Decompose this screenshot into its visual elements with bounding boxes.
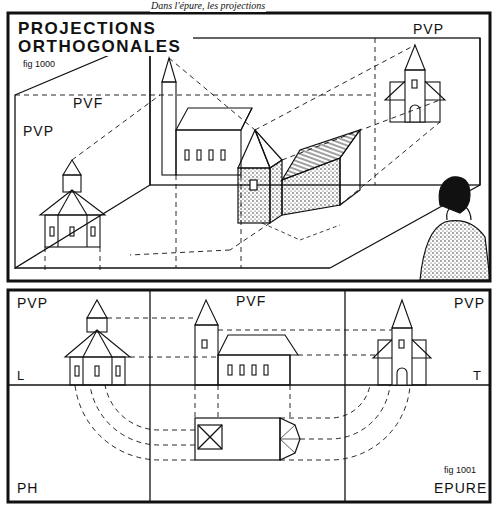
- ground-line-letter: T: [472, 369, 483, 383]
- plane-name: PVP: [16, 296, 49, 311]
- ground-line-letter: L: [16, 369, 26, 383]
- plane-name: PVF: [72, 96, 104, 111]
- plane-name: PVP: [22, 124, 55, 139]
- plane-name: PVF: [235, 294, 267, 309]
- plane-name: PVP: [412, 22, 445, 37]
- plane-name: EPURE: [433, 481, 488, 496]
- figure-number: fig 1001: [443, 466, 477, 475]
- plane-name: PH: [16, 481, 39, 496]
- cropped-caption: Dans l'épure, les projections: [150, 1, 266, 12]
- figure-title: PROJECTIONS ORTHOGONALES: [18, 20, 193, 56]
- plane-name: PVP: [453, 296, 486, 311]
- figure-number: fig 1000: [22, 60, 56, 69]
